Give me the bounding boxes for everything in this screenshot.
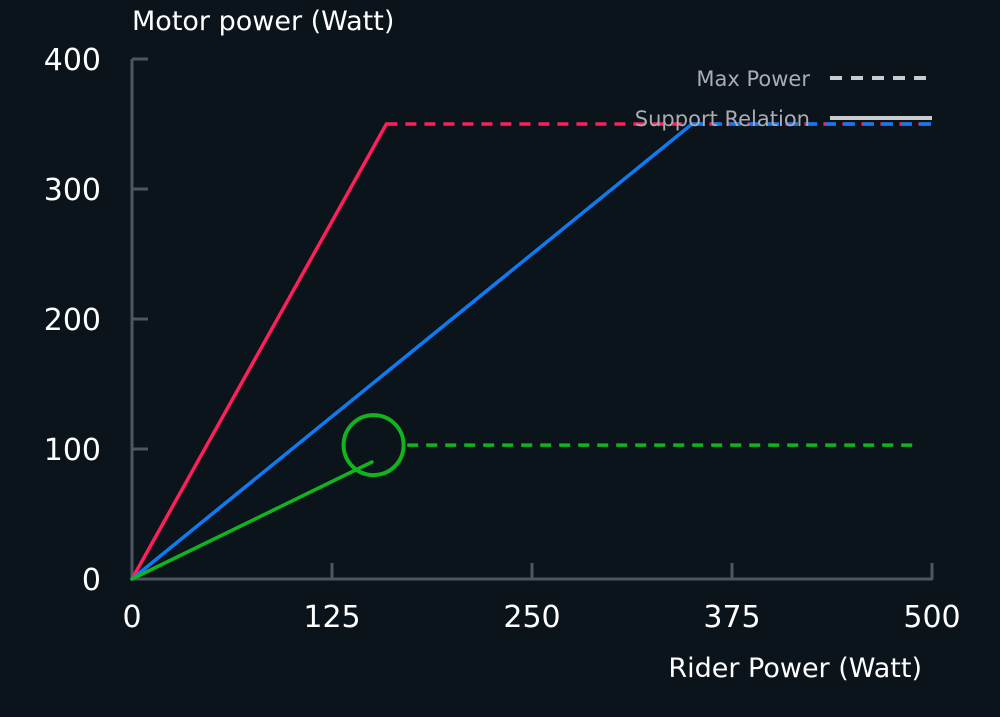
series-3-support-line [130, 460, 374, 581]
x-tick-label-250: 250 [503, 600, 560, 635]
y-axis-title: Motor power (Watt) [132, 6, 394, 37]
series-2-support-line [130, 122, 694, 581]
y-tick-label-200: 200 [44, 303, 101, 338]
y-tick-label-400: 400 [44, 43, 101, 78]
x-tick-label-500: 500 [903, 600, 960, 635]
y-tick-label-0: 0 [82, 563, 101, 598]
legend-label-1: Max Power [696, 67, 810, 91]
series-3-marker [341, 413, 406, 478]
series-1-support-line [130, 122, 389, 581]
x-tick-label-125: 125 [303, 600, 360, 635]
axes: 0 100 200 300 400 0 125 250 375 500 [44, 43, 961, 635]
y-tick-label-100: 100 [44, 433, 101, 468]
x-axis-title: Rider Power (Watt) [668, 653, 922, 684]
legend-label-2: Support Relation [635, 107, 810, 131]
x-tick-label-0: 0 [122, 600, 141, 635]
series-layer [130, 122, 932, 581]
x-tick-label-375: 375 [703, 600, 760, 635]
y-tick-label-300: 300 [44, 173, 101, 208]
